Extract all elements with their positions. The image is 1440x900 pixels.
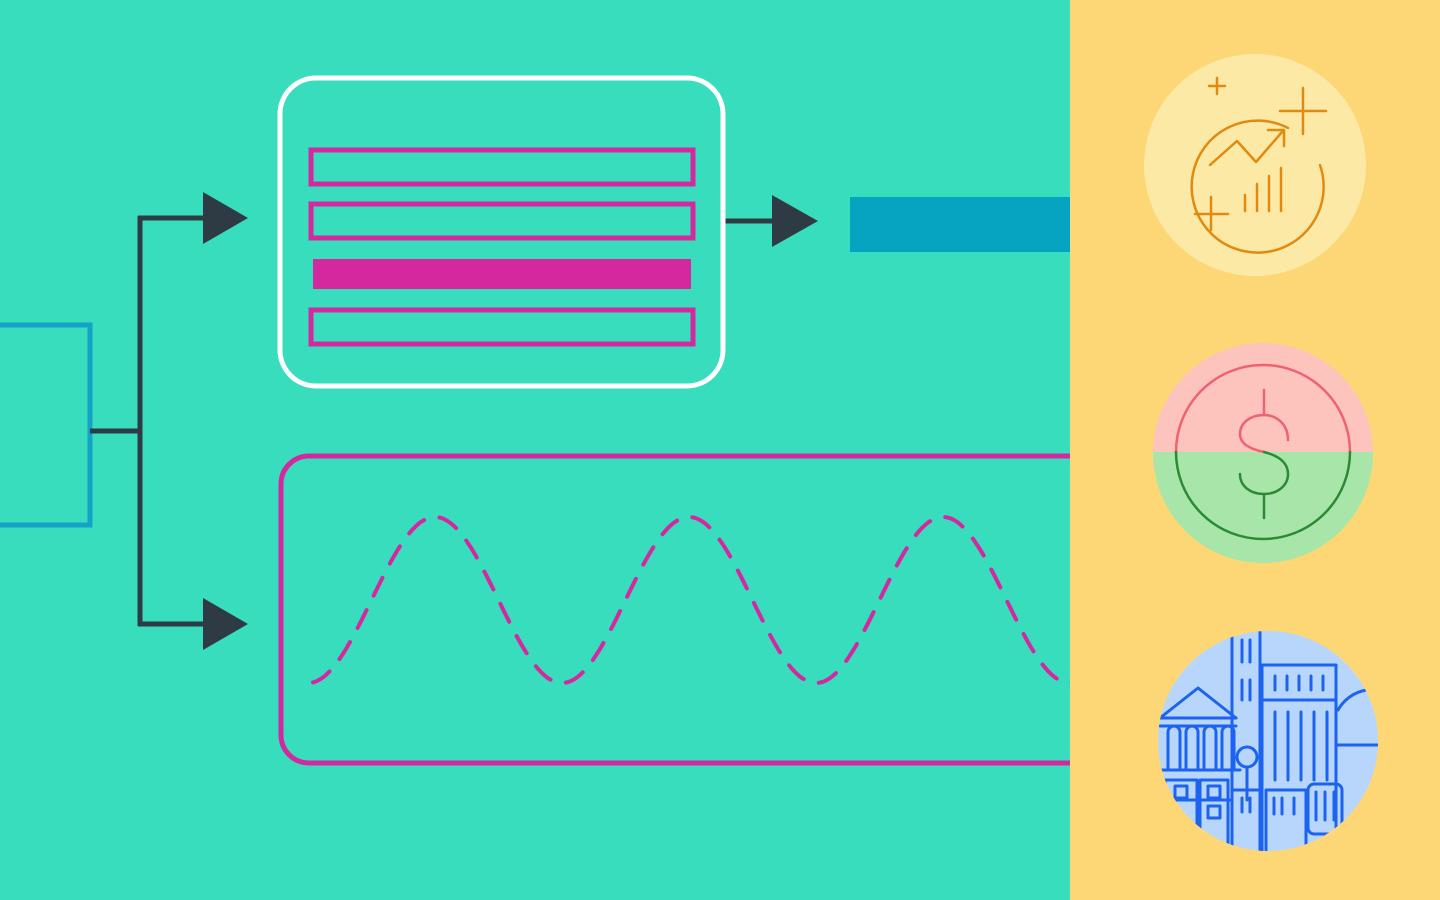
record-row	[308, 307, 696, 347]
record-row-highlighted	[313, 259, 691, 289]
record-row	[308, 201, 696, 241]
records-card	[277, 75, 726, 389]
arrow-to-wave-icon	[203, 598, 248, 650]
arrow-to-output-icon	[772, 195, 818, 247]
dashed-wave-line	[311, 514, 1070, 686]
branch-connector	[90, 215, 775, 627]
source-box	[0, 322, 93, 528]
growth-badge	[1144, 54, 1366, 276]
arrow-to-card-icon	[203, 192, 248, 244]
dollar-coin-icon	[1174, 363, 1352, 541]
output-bar	[850, 197, 1070, 252]
record-row	[308, 147, 696, 187]
records-list	[308, 147, 696, 347]
growth-chart-icon	[1190, 76, 1328, 254]
city-badge	[1158, 631, 1378, 851]
wave-panel	[278, 453, 1070, 766]
